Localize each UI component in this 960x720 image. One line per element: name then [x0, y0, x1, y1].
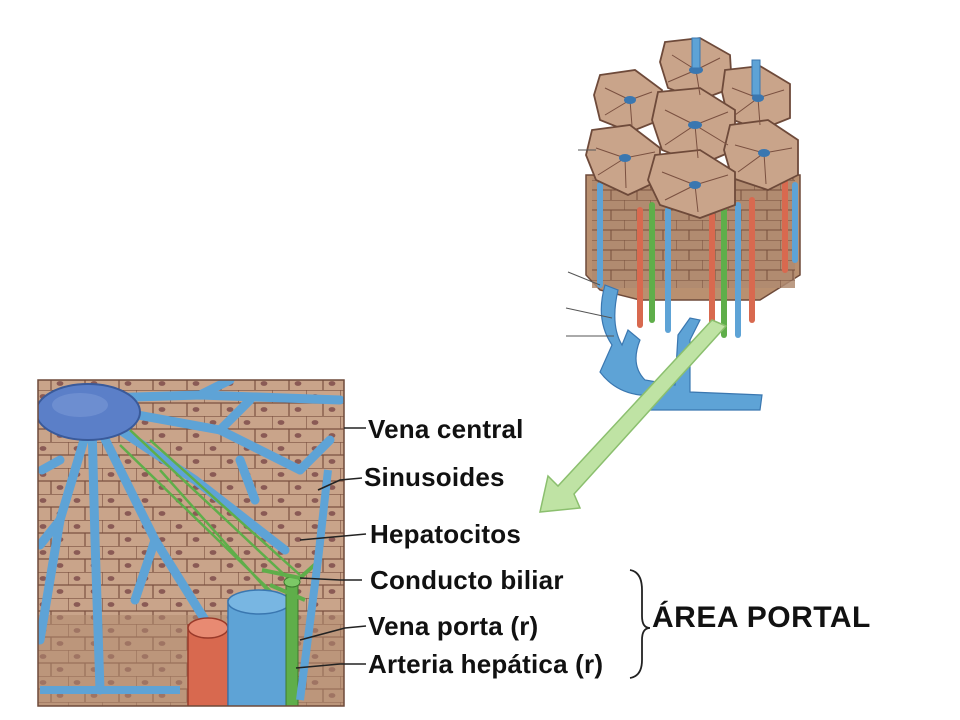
label-central-vein: Vena central — [368, 414, 524, 444]
label-portal-vein: Vena porta (r) — [368, 611, 539, 641]
label-sinusoids: Sinusoides — [364, 462, 505, 492]
tissue-inset — [38, 380, 344, 706]
label-hepatocytes: Hepatocitos — [370, 519, 522, 549]
label-hepatic-artery: Arteria hepática (r) — [368, 649, 604, 679]
label-portal-area: ÁREA PORTAL — [652, 601, 871, 634]
lobule-block — [565, 37, 801, 411]
zoom-arrow — [539, 319, 728, 513]
label-bile-duct: Conducto biliar — [370, 565, 564, 595]
leader-lines — [295, 427, 367, 669]
portal-bracket — [629, 569, 651, 679]
